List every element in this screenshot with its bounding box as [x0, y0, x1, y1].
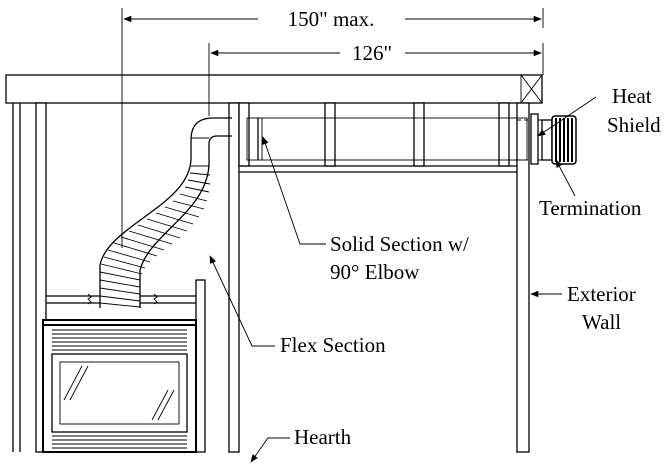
- interior-stud: [228, 102, 240, 453]
- solid-vent-section: [246, 117, 528, 161]
- ceiling-joist: [5, 74, 543, 104]
- dimension-126: 126": [208, 41, 544, 116]
- dimension-150-max: 150" max.: [121, 7, 544, 248]
- flex-section-label: Flex Section: [280, 333, 386, 357]
- dimension-126-label: 126": [352, 41, 392, 65]
- left-wall-studs: [12, 102, 47, 453]
- exterior-wall-label-line2: Wall: [582, 310, 621, 334]
- chase-wall: [195, 279, 206, 453]
- fireplace-unit: [42, 319, 197, 453]
- solid-section-label-line1: Solid Section w/: [330, 232, 469, 256]
- ceiling-blocking: [238, 102, 517, 173]
- heat-shield-label-line1: Heat: [612, 84, 652, 108]
- callout-heat-shield: Heat Shield: [537, 84, 661, 137]
- dimension-150-label: 150" max.: [288, 7, 375, 31]
- solid-section-label-line2: 90° Elbow: [330, 260, 420, 284]
- fireplace-header: [46, 293, 196, 305]
- heat-shield-label-line2: Shield: [607, 113, 661, 137]
- callout-hearth: Hearth: [250, 425, 352, 463]
- elbow-90: [190, 117, 232, 158]
- flex-vent-section: [99, 157, 211, 308]
- termination-cap: [530, 113, 577, 165]
- callout-exterior-wall: Exterior Wall: [530, 282, 636, 334]
- callout-solid-section: Solid Section w/ 90° Elbow: [262, 136, 469, 284]
- callout-flex-section: Flex Section: [209, 255, 386, 357]
- exterior-wall: [516, 102, 545, 453]
- callout-termination: Termination: [539, 159, 642, 220]
- hearth-label: Hearth: [294, 425, 352, 449]
- termination-label: Termination: [539, 196, 642, 220]
- exterior-wall-label-line1: Exterior: [567, 282, 636, 306]
